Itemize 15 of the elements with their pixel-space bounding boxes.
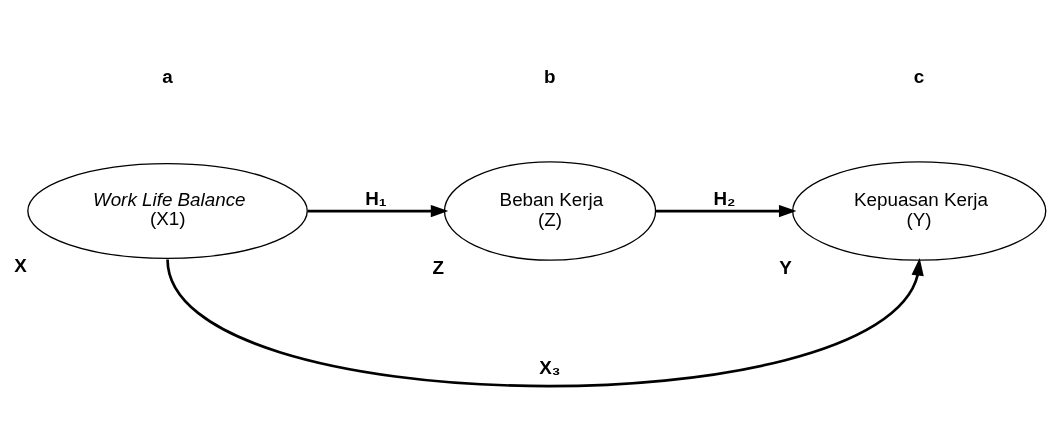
arrow — [307, 204, 449, 218]
arrow — [655, 204, 797, 218]
node-label: X — [14, 255, 27, 277]
edge-label: X₃ — [539, 357, 561, 379]
label: a — [162, 65, 173, 87]
node-ellipse: Work Life Balance (X1) — [27, 163, 308, 260]
label: c — [913, 65, 925, 87]
arrow — [166, 258, 924, 388]
node-label: Z — [432, 257, 444, 279]
label: b — [543, 65, 556, 87]
node-ellipse: Kepuasan Kerja (Y) — [792, 161, 1047, 261]
edge-label: H₂ — [713, 187, 736, 209]
edge-label: H₁ — [365, 187, 387, 209]
node-ellipse: Beban Kerja (Z) — [443, 161, 657, 261]
node-label: Y — [779, 257, 792, 279]
